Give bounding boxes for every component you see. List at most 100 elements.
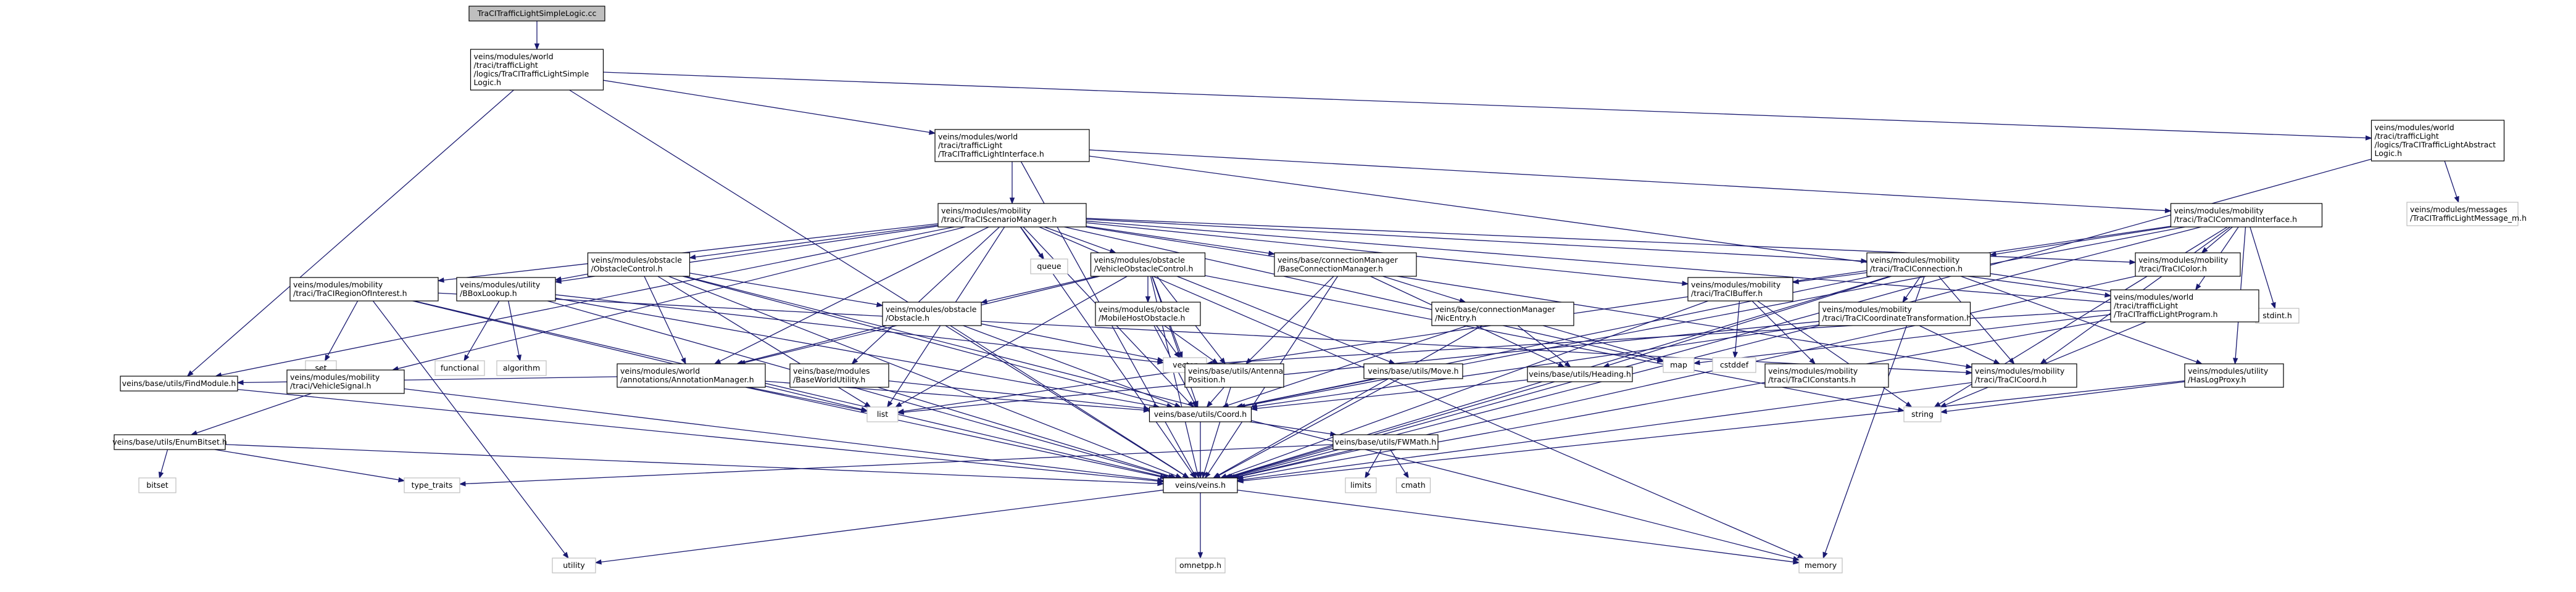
edge-line bbox=[555, 297, 1154, 407]
node-label: memory bbox=[1805, 561, 1837, 570]
node-box bbox=[2406, 202, 2519, 226]
node-baseconnmgr-h[interactable]: veins/base/connectionManager/BaseConnect… bbox=[1274, 252, 1417, 277]
node-vehiclesignal-h[interactable]: veins/modules/mobility/traci/VehicleSign… bbox=[286, 369, 405, 394]
node-vehobstaclecontrol-h[interactable]: veins/modules/obstacle/VehicleObstacleCo… bbox=[1090, 252, 1206, 277]
edge-scenariomgr-h-to-baseconnmgr-h bbox=[1086, 226, 1276, 256]
node-box bbox=[1866, 252, 1991, 277]
node-baseworldutil-h[interactable]: veins/base/modules/BaseWorldUtility.h bbox=[789, 363, 889, 388]
arrow-head-icon bbox=[2129, 259, 2137, 265]
node-box bbox=[587, 252, 691, 277]
edge-line bbox=[1064, 226, 1658, 361]
edge-line bbox=[1164, 325, 1214, 361]
edge-line bbox=[603, 72, 2366, 139]
node-simplelogic-h[interactable]: veins/modules/world/traci/trafficLight/l… bbox=[470, 49, 604, 91]
node-roi-h[interactable]: veins/modules/mobility/traci/TraCIRegion… bbox=[289, 277, 439, 302]
node-fwmath-h[interactable]: veins/base/utils/FWMath.h bbox=[1332, 434, 1439, 450]
arrow-head-icon bbox=[1656, 356, 1664, 362]
node-label: map bbox=[1670, 360, 1687, 369]
node-abstractlogic-h[interactable]: veins/modules/world/traci/trafficLight/l… bbox=[2370, 120, 2505, 162]
node-cstddef: cstddef bbox=[1712, 357, 1756, 373]
node-root[interactable]: TraCITrafficLightSimpleLogic.cc bbox=[468, 6, 605, 22]
node-findmodule-h[interactable]: veins/base/utils/FindModule.h bbox=[120, 376, 238, 392]
edge-bboxlookup-h-to-vector bbox=[555, 294, 1165, 365]
node-label: list bbox=[877, 409, 888, 419]
node-color-h[interactable]: veins/modules/mobility/traci/TraCIColor.… bbox=[2135, 252, 2241, 277]
node-mobilehost-h[interactable]: veins/modules/obstacle/MobileHostObstacl… bbox=[1095, 302, 1201, 326]
node-string: string bbox=[1903, 406, 1942, 422]
arrow-head-icon bbox=[1966, 369, 1973, 376]
node-enumbitset-h[interactable]: veins/base/utils/EnumBitset.h bbox=[112, 434, 227, 450]
arrow-head-icon bbox=[594, 559, 602, 565]
node-label: veins/modules/world/traci/trafficLight/T… bbox=[2114, 292, 2218, 319]
edge-line bbox=[1210, 387, 1224, 403]
node-obstaclecontrol-h[interactable]: veins/modules/obstacle/ObstacleControl.h bbox=[587, 252, 691, 277]
edge-line bbox=[1798, 272, 1868, 282]
arrow-head-icon bbox=[562, 551, 569, 559]
arrow-head-icon bbox=[2233, 358, 2238, 365]
edge-line bbox=[1176, 276, 1390, 363]
node-coordtransform-h[interactable]: veins/modules/mobility/traci/TraCICoordi… bbox=[1818, 302, 1972, 326]
node-bboxlookup-h[interactable]: veins/modules/utility/BBoxLookup.h bbox=[456, 277, 556, 302]
node-coord-h[interactable]: veins/base/utils/Coord.h bbox=[1149, 406, 1252, 422]
node-type-traits: type_traits bbox=[404, 477, 460, 493]
node-connection-h[interactable]: veins/modules/mobility/traci/TraCIConnec… bbox=[1866, 252, 1991, 277]
node-omnetpp-h: omnetpp.h bbox=[1175, 557, 1226, 574]
node-commandiface-h[interactable]: veins/modules/mobility/traci/TraCIComman… bbox=[2170, 203, 2323, 228]
node-haslogproxy-h[interactable]: veins/modules/utility/HasLogProxy.h bbox=[2184, 363, 2284, 388]
node-box bbox=[1798, 557, 1843, 574]
edge-simplelogic-h-to-findmodule-h bbox=[186, 89, 514, 377]
node-scenariomgr-h[interactable]: veins/modules/mobility/traci/TraCIScenar… bbox=[937, 203, 1087, 228]
node-label: veins/modules/mobility/traci/TraCICoordi… bbox=[1822, 305, 1972, 323]
node-label: omnetpp.h bbox=[1179, 561, 1221, 570]
edge-line bbox=[438, 292, 1967, 373]
node-tlinterface-h[interactable]: veins/modules/world/traci/trafficLight/T… bbox=[934, 129, 1090, 162]
node-annotationmgr-h[interactable]: veins/modules/world/annotations/Annotati… bbox=[617, 363, 766, 388]
arrow-head-icon bbox=[1989, 251, 1996, 257]
arrow-head-icon bbox=[1157, 480, 1165, 487]
edge-line bbox=[1086, 226, 1967, 367]
arrow-head-icon bbox=[1189, 471, 1196, 479]
node-veins-h[interactable]: veins/veins.h bbox=[1163, 477, 1238, 493]
edge-simplelogic-h-to-abstractlogic-h bbox=[603, 72, 2372, 141]
edge-vehiclesignal-h-to-enumbitset-h bbox=[190, 393, 312, 435]
edge-line bbox=[1995, 226, 2171, 255]
arrow-head-icon bbox=[1197, 552, 1203, 559]
node-label: veins/base/utils/Heading.h bbox=[1529, 369, 1631, 379]
arrow-head-icon bbox=[554, 276, 562, 282]
node-utility: utility bbox=[552, 557, 596, 574]
edge-haslogproxy-h-to-string bbox=[1940, 381, 2185, 414]
node-box bbox=[434, 360, 485, 376]
node-box bbox=[1687, 277, 1793, 302]
node-nicentry-h[interactable]: veins/base/connectionManager/NicEntry.h bbox=[1431, 302, 1574, 326]
node-tlprogram-h[interactable]: veins/modules/world/traci/trafficLight/T… bbox=[2110, 289, 2259, 323]
node-box bbox=[1030, 258, 1068, 274]
edge-line bbox=[1242, 380, 2185, 482]
edge-line bbox=[1156, 325, 1177, 354]
edge-line bbox=[1242, 378, 1377, 406]
node-label: veins/modules/world/annotations/Annotati… bbox=[620, 366, 754, 384]
node-buffer-h[interactable]: veins/modules/mobility/traci/TraCIBuffer… bbox=[1687, 277, 1793, 302]
arrow-head-icon bbox=[928, 130, 936, 135]
node-box bbox=[1712, 357, 1756, 373]
edge-coordtransform-h-to-tracicoord-h bbox=[1919, 325, 2001, 364]
arrow-head-icon bbox=[1732, 352, 1738, 359]
node-heading-h[interactable]: veins/base/utils/Heading.h bbox=[1527, 366, 1633, 382]
node-tracicoord-h[interactable]: veins/modules/mobility/traci/TraCICoord.… bbox=[1971, 363, 2077, 388]
node-label: veins/base/utils/Move.h bbox=[1368, 366, 1458, 376]
node-move-h[interactable]: veins/base/utils/Move.h bbox=[1363, 363, 1463, 379]
edge-connection-h-to-heading-h bbox=[1602, 276, 1892, 368]
node-box bbox=[1163, 477, 1238, 493]
node-obstacle-h[interactable]: veins/modules/obstacle/Obstacle.h bbox=[882, 302, 982, 326]
node-box bbox=[2370, 120, 2505, 162]
arrow-head-icon bbox=[1202, 471, 1207, 479]
arrow-head-icon bbox=[1268, 250, 1276, 256]
node-label: veins/veins.h bbox=[1175, 480, 1226, 490]
node-cmath: cmath bbox=[1395, 477, 1431, 493]
arrow-head-icon bbox=[1993, 359, 2001, 364]
arrow-head-icon bbox=[1174, 351, 1181, 359]
edge-roi-h-to-list bbox=[412, 300, 868, 412]
node-constants-h[interactable]: veins/modules/mobility/traci/TraCIConsta… bbox=[1764, 363, 1889, 388]
edge-veins-h-to-memory bbox=[1237, 490, 1800, 565]
edge-line bbox=[214, 449, 399, 480]
